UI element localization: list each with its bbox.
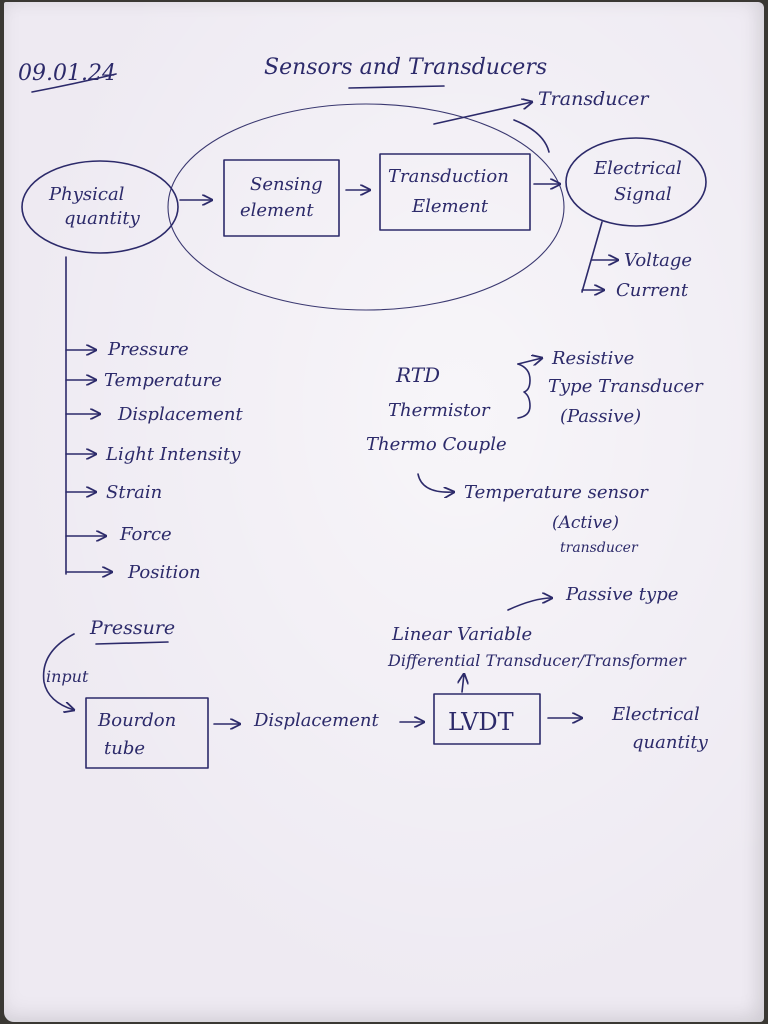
lvdt-label: LVDT [448, 708, 514, 736]
signal-branch-stem [581, 221, 603, 293]
handwritten-notes: 09.01.24 Sensors and Transducers Transdu… [18, 55, 709, 769]
resistive-label-line3: (Passive) [560, 406, 641, 427]
date-underline [31, 73, 117, 93]
physical-quantity-node [21, 160, 179, 254]
electrical-signal-line1: Electrical [593, 158, 682, 179]
temperature-label-line3: transducer [560, 540, 639, 556]
quantity-pressure: Pressure [107, 339, 189, 360]
temperature-label-line1: Temperature sensor [464, 482, 649, 503]
quantity-displacement: Displacement [117, 404, 243, 425]
transducer-group-ellipse [167, 103, 565, 311]
date: 09.01.24 [18, 61, 116, 86]
physical-quantity-line1: Physical [48, 184, 125, 205]
transduction-element-node [379, 153, 531, 231]
page-title: Sensors and Transducers [264, 55, 547, 80]
lvdt-full-line2: Differential Transducer/Transformer [387, 651, 687, 670]
transducer-hook [513, 119, 550, 153]
sensing-element-line1: Sensing [250, 174, 323, 195]
electrical-signal-line2: Signal [614, 184, 672, 205]
bourdon-tube-line1: Bourdon [97, 710, 176, 731]
thermocouple-arrow [417, 473, 454, 492]
signal-voltage: Voltage [624, 250, 692, 271]
resistive-brace [517, 363, 531, 419]
resistive-label-line2: Type Transducer [548, 376, 704, 397]
pressure-title: Pressure [89, 617, 175, 639]
quantity-force: Force [119, 524, 172, 545]
signal-current: Current [616, 280, 689, 301]
quantity-strain: Strain [106, 482, 162, 503]
physical-quantity-line2: quantity [64, 208, 141, 229]
quantity-temperature: Temperature [104, 370, 222, 391]
bourdon-tube-node [85, 697, 209, 769]
input-label: input [46, 667, 89, 686]
lvdt-node [433, 693, 541, 745]
electrical-quantity-line1: Electrical [611, 704, 700, 725]
sensor-thermistor: Thermistor [388, 400, 491, 421]
passive-type-arrow [507, 598, 552, 611]
sensing-element-node [223, 159, 340, 237]
quantity-light-intensity: Light Intensity [105, 444, 241, 465]
electrical-signal-node [565, 137, 707, 227]
resistive-label-line1: Resistive [551, 348, 634, 369]
sensing-element-line2: element [240, 200, 314, 221]
lvdt-full-line1: Linear Variable [391, 624, 532, 645]
transduction-element-line2: Element [411, 196, 489, 217]
electrical-quantity-line2: quantity [632, 732, 709, 753]
notebook-page: 09.01.24 Sensors and Transducers Transdu… [4, 2, 764, 1022]
sensor-rtd: RTD [395, 363, 440, 387]
displacement-label: Displacement [253, 710, 379, 731]
quantity-position: Position [127, 562, 201, 583]
transduction-element-line1: Transduction [388, 166, 509, 187]
sensor-thermocouple: Thermo Couple [366, 434, 507, 455]
input-arrow [42, 633, 74, 710]
title-underline [348, 85, 445, 89]
resistive-arrow [517, 358, 542, 364]
lvdt-expansion-arrow [462, 674, 464, 693]
bourdon-tube-line2: tube [104, 738, 145, 759]
transducer-pointer-arrow [433, 102, 532, 125]
passive-type-label: Passive type [565, 584, 678, 605]
transducer-label: Transducer [538, 88, 650, 110]
pressure-underline [95, 641, 169, 645]
temperature-label-line2: (Active) [552, 513, 619, 533]
